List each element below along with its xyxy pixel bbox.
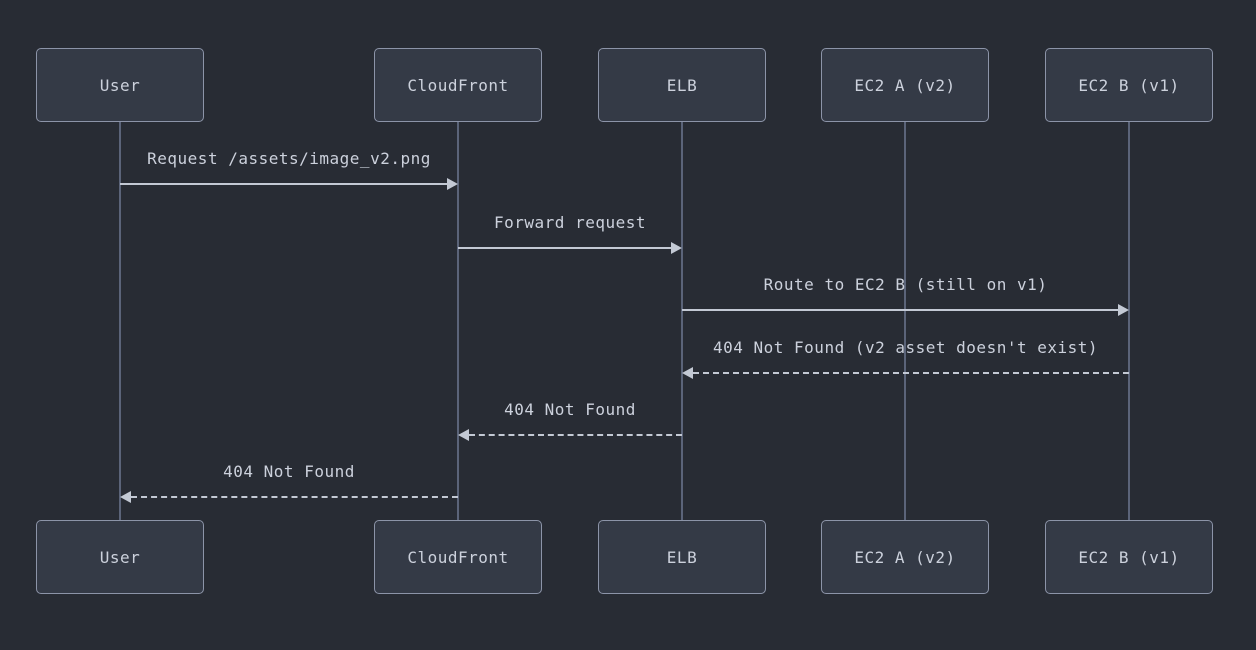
lifeline-ec2a <box>904 122 906 520</box>
arrowhead-right-m2 <box>671 242 682 254</box>
message-label-m2: Forward request <box>494 213 646 232</box>
arrowhead-left-m5 <box>458 429 469 441</box>
arrowhead-right-m3 <box>1118 304 1129 316</box>
arrowhead-left-m4 <box>682 367 693 379</box>
lifeline-ec2b <box>1128 122 1130 520</box>
message-label-m6: 404 Not Found <box>223 462 355 481</box>
participant-label-cloudfront: CloudFront <box>407 75 509 95</box>
participant-bottom-user[interactable]: User <box>36 520 204 594</box>
message-label-m5: 404 Not Found <box>504 400 636 419</box>
participant-label-elb: ELB <box>666 75 698 95</box>
arrowhead-right-m1 <box>447 178 458 190</box>
participant-top-ec2b[interactable]: EC2 B (v1) <box>1045 48 1213 122</box>
message-line-m5 <box>469 434 682 436</box>
participant-top-user[interactable]: User <box>36 48 204 122</box>
participant-bottom-elb[interactable]: ELB <box>598 520 766 594</box>
message-line-m3 <box>682 309 1118 311</box>
lifeline-user <box>119 122 121 520</box>
participant-bottom-ec2b[interactable]: EC2 B (v1) <box>1045 520 1213 594</box>
participant-label-ec2a: EC2 A (v2) <box>854 547 956 567</box>
arrowhead-left-m6 <box>120 491 131 503</box>
message-label-m1: Request /assets/image_v2.png <box>147 149 431 168</box>
participant-label-ec2b: EC2 B (v1) <box>1078 547 1180 567</box>
participant-label-cloudfront: CloudFront <box>407 547 509 567</box>
message-label-m4: 404 Not Found (v2 asset doesn't exist) <box>712 338 1099 357</box>
message-line-m4 <box>693 372 1129 374</box>
message-line-m2 <box>458 247 671 249</box>
lifeline-elb <box>681 122 683 520</box>
lifeline-cloudfront <box>457 122 459 520</box>
participant-top-elb[interactable]: ELB <box>598 48 766 122</box>
participant-top-cloudfront[interactable]: CloudFront <box>374 48 542 122</box>
message-label-m3: Route to EC2 B (still on v1) <box>763 275 1048 294</box>
participant-bottom-cloudfront[interactable]: CloudFront <box>374 520 542 594</box>
participant-label-elb: ELB <box>666 547 698 567</box>
participant-label-ec2b: EC2 B (v1) <box>1078 75 1180 95</box>
participant-top-ec2a[interactable]: EC2 A (v2) <box>821 48 989 122</box>
message-line-m6 <box>131 496 458 498</box>
participant-label-user: User <box>99 547 141 567</box>
participant-label-user: User <box>99 75 141 95</box>
participant-label-ec2a: EC2 A (v2) <box>854 75 956 95</box>
message-line-m1 <box>120 183 447 185</box>
participant-bottom-ec2a[interactable]: EC2 A (v2) <box>821 520 989 594</box>
